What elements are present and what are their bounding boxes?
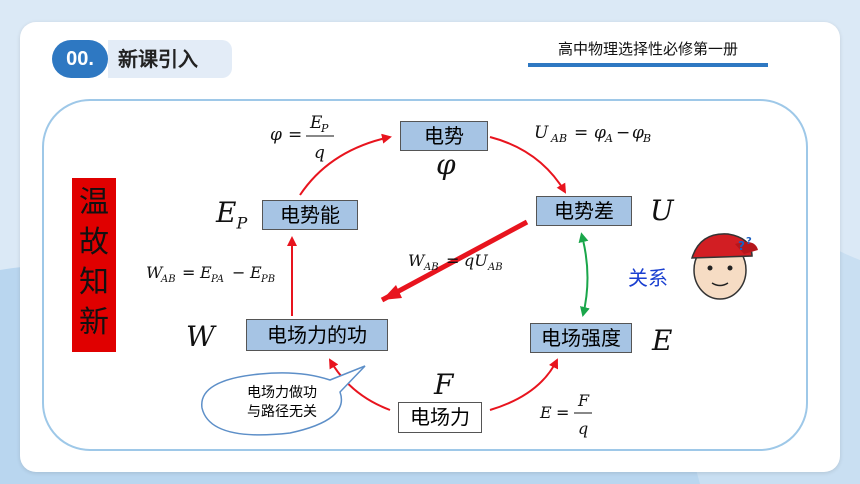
svg-text:E: E: [309, 113, 323, 133]
symbol-field-strength: E: [652, 324, 673, 357]
svg-text:AB: AB: [487, 262, 503, 273]
svg-text:q: q: [314, 143, 325, 163]
arrow-potential-to-difference: [489, 136, 567, 194]
section-title: 新课引入: [108, 40, 232, 78]
svg-text:−: −: [616, 123, 630, 143]
bubble-text: 电场力做功 与路径无关: [222, 384, 342, 422]
svg-text:PB: PB: [260, 274, 275, 285]
svg-text:−: −: [232, 263, 245, 282]
svg-text:E: E: [249, 263, 262, 282]
bubble-text-line-2: 与路径无关: [247, 404, 317, 420]
symbol-force: F: [434, 368, 454, 401]
svg-text:φ: φ: [632, 123, 644, 143]
svg-text:q: q: [578, 419, 588, 438]
arrow-difference-to-work: [380, 219, 529, 303]
symbol-potential-energy: EP: [216, 196, 247, 233]
symbol-potential-energy-main: E: [216, 196, 237, 229]
svg-text:PA: PA: [210, 274, 224, 285]
formula-field-strength: E = F q: [539, 391, 592, 438]
arrow-force-to-work: [329, 358, 391, 411]
review-char-4: 新: [79, 305, 109, 340]
review-char-2: 故: [79, 225, 109, 260]
arrow-difference-to-work-head: [382, 285, 402, 300]
relation-label: 关系: [628, 266, 668, 290]
node-work: 电场力的功: [246, 319, 388, 351]
svg-text:=: =: [574, 123, 588, 143]
node-potential: 电势: [400, 121, 488, 151]
speech-bubble: [201, 365, 366, 436]
diagram-frame: [42, 99, 808, 451]
svg-text:A: A: [604, 132, 613, 145]
svg-text:=: =: [446, 251, 459, 270]
symbol-potential-energy-sub: P: [236, 213, 248, 233]
svg-text:AB: AB: [160, 274, 176, 285]
symbol-potential-difference: U: [650, 194, 674, 227]
arrow-force-to-field: [489, 358, 558, 411]
node-field-strength: 电场强度: [530, 323, 632, 353]
node-potential-energy: 电势能: [262, 200, 358, 230]
svg-text:W: W: [408, 251, 426, 270]
svg-text:P: P: [320, 122, 329, 135]
arrow-energy-to-potential: [299, 133, 392, 196]
svg-text:AB: AB: [550, 132, 567, 145]
svg-text:F: F: [577, 391, 590, 410]
svg-text:φ: φ: [594, 123, 606, 143]
svg-text:=: =: [288, 125, 302, 145]
review-label: 温 故 知 新: [72, 178, 116, 352]
bubble-text-line-1: 电场力做功: [247, 385, 317, 401]
book-title-underline: [528, 63, 768, 67]
svg-text:E: E: [199, 263, 212, 282]
section-number-badge: 00.: [52, 40, 108, 78]
svg-text:E: E: [539, 403, 552, 422]
svg-text:qU: qU: [464, 251, 488, 270]
formula-potential: φ = EP q: [270, 113, 334, 163]
svg-text:?: ?: [738, 239, 745, 253]
symbol-work: W: [186, 320, 215, 353]
svg-text:=: =: [182, 263, 195, 282]
review-char-3: 知: [79, 265, 109, 300]
svg-text:?: ?: [746, 236, 752, 247]
svg-text:=: =: [556, 403, 569, 422]
svg-text:B: B: [642, 132, 651, 145]
symbol-potential: φ: [436, 148, 456, 181]
book-title: 高中物理选择性必修第一册: [557, 40, 738, 58]
svg-text:φ: φ: [270, 125, 282, 145]
green-double-arrow: [578, 232, 590, 317]
svg-text:U: U: [534, 123, 549, 143]
node-potential-difference: 电势差: [536, 196, 632, 226]
review-char-1: 温: [79, 185, 109, 220]
svg-text:AB: AB: [423, 262, 439, 273]
node-force: 电场力: [398, 402, 482, 433]
svg-text:W: W: [146, 263, 164, 282]
thinking-character-icon: ? ?: [690, 233, 758, 300]
